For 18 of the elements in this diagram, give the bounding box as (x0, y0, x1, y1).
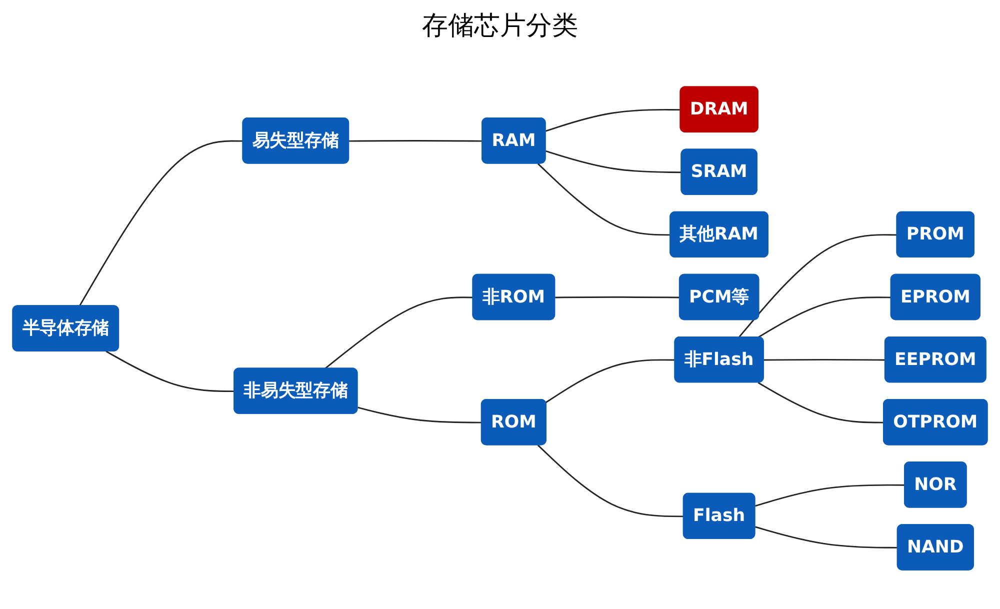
connector (78, 140, 244, 306)
connector (546, 108, 681, 132)
connector (545, 358, 676, 403)
connector (755, 484, 905, 506)
connector (546, 150, 682, 173)
connector (738, 234, 898, 338)
connector (764, 358, 886, 360)
connector (758, 296, 892, 338)
connector (324, 296, 474, 369)
connector (755, 526, 898, 548)
connector (537, 162, 671, 236)
connector (758, 382, 884, 424)
connector (555, 296, 680, 298)
diagram-title: 存储芯片分类 (422, 10, 578, 43)
connector (358, 406, 482, 424)
connector (537, 444, 684, 517)
connector (349, 140, 483, 142)
connector (106, 350, 235, 392)
